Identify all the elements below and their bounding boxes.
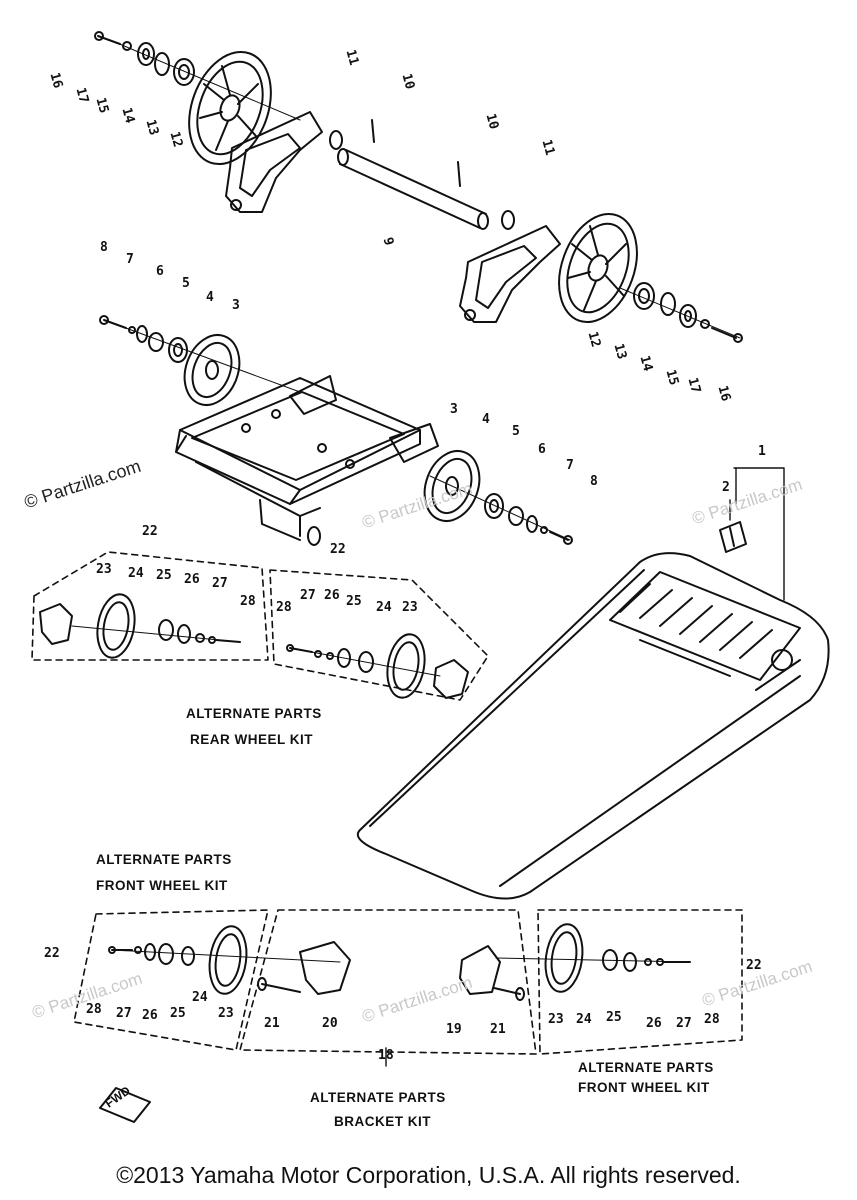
part-number: 8 xyxy=(100,240,108,255)
part-number: 27 xyxy=(300,588,316,603)
upper-right-arm xyxy=(459,225,561,323)
fwd-arrow xyxy=(99,1087,151,1123)
rear-kit-right-parts xyxy=(286,633,469,699)
part-number: 27 xyxy=(116,1006,132,1021)
part-number: 24 xyxy=(192,990,208,1005)
upper-left-hardware xyxy=(94,31,301,121)
part-number: 7 xyxy=(126,252,134,267)
part-number: 22 xyxy=(44,946,60,961)
part-number: 25 xyxy=(606,1010,622,1025)
part-number: 23 xyxy=(218,1006,234,1021)
part-number: 19 xyxy=(446,1022,462,1037)
part-number: 22 xyxy=(330,542,346,557)
bracket-kit-caption-line2: BRACKET KIT xyxy=(334,1114,431,1129)
part-number: 27 xyxy=(676,1016,692,1031)
mid-right-idler-wheel xyxy=(423,450,481,522)
part-number: 27 xyxy=(212,576,228,591)
part-number: 28 xyxy=(86,1002,102,1017)
slide-frame xyxy=(175,375,439,546)
part-number: 3 xyxy=(450,402,458,417)
axle-shaft xyxy=(329,119,515,230)
part-number: 6 xyxy=(538,442,546,457)
part-number: 28 xyxy=(704,1012,720,1027)
part-number: 4 xyxy=(482,412,490,427)
part-number: 7 xyxy=(566,458,574,473)
front-right-kit-caption-line1: ALTERNATE PARTS xyxy=(578,1060,714,1075)
upper-left-sprocket-wheel xyxy=(188,50,272,166)
part-number: 21 xyxy=(264,1016,280,1031)
part-number: 6 xyxy=(156,264,164,279)
part-number: 28 xyxy=(276,600,292,615)
part-number: 26 xyxy=(324,588,340,603)
part-number: 28 xyxy=(240,594,256,609)
rear-kit-outline xyxy=(31,551,489,701)
part-number: 21 xyxy=(490,1022,506,1037)
part-number: 1 xyxy=(758,444,766,459)
part-number: 26 xyxy=(184,572,200,587)
mid-right-hardware xyxy=(429,475,573,545)
copyright-notice: ©2013 Yamaha Motor Corporation, U.S.A. A… xyxy=(116,1162,741,1188)
upper-left-arm xyxy=(225,111,323,213)
part-number: 24 xyxy=(128,566,144,581)
rear-kit-caption-line2: REAR WHEEL KIT xyxy=(190,732,314,747)
callout-lines-1-2 xyxy=(729,467,785,601)
part-number: 22 xyxy=(746,958,762,973)
part-number: 4 xyxy=(206,290,214,305)
part-number: 18 xyxy=(378,1048,394,1063)
rear-kit-left-parts xyxy=(39,593,241,659)
part-number: 8 xyxy=(590,474,598,489)
track-clip xyxy=(719,521,747,553)
front-bracket-right xyxy=(459,945,525,1001)
part-number: 24 xyxy=(576,1012,592,1027)
front-right-kit-caption-line2: FRONT WHEEL KIT xyxy=(578,1080,710,1095)
part-number: 22 xyxy=(142,524,158,539)
track-belt xyxy=(356,552,830,900)
mid-left-idler-wheel xyxy=(183,334,241,406)
part-number: 5 xyxy=(182,276,190,291)
rear-kit-caption-line1: ALTERNATE PARTS xyxy=(186,706,322,721)
part-number: 25 xyxy=(346,594,362,609)
part-number: 5 xyxy=(512,424,520,439)
part-number: 23 xyxy=(548,1012,564,1027)
part-number: 3 xyxy=(232,298,240,313)
upper-right-sprocket-wheel xyxy=(558,212,638,324)
part-number: 25 xyxy=(156,568,172,583)
part-number: 26 xyxy=(142,1008,158,1023)
front-left-kit-caption-line1: ALTERNATE PARTS xyxy=(96,852,232,867)
mid-left-hardware xyxy=(99,315,301,393)
part-number: 23 xyxy=(96,562,112,577)
part-number: 23 xyxy=(402,600,418,615)
front-right-kit-parts xyxy=(495,923,691,993)
front-kits-outline xyxy=(73,909,743,1055)
part-number: 26 xyxy=(646,1016,662,1031)
part-number: 2 xyxy=(722,480,730,495)
upper-right-hardware xyxy=(619,282,743,343)
front-left-kit-caption-line2: FRONT WHEEL KIT xyxy=(96,878,228,893)
part-number: 25 xyxy=(170,1006,186,1021)
part-number: 24 xyxy=(376,600,392,615)
part-number: 20 xyxy=(322,1016,338,1031)
front-bracket-left xyxy=(257,941,351,995)
bracket-kit-caption-line1: ALTERNATE PARTS xyxy=(310,1090,446,1105)
